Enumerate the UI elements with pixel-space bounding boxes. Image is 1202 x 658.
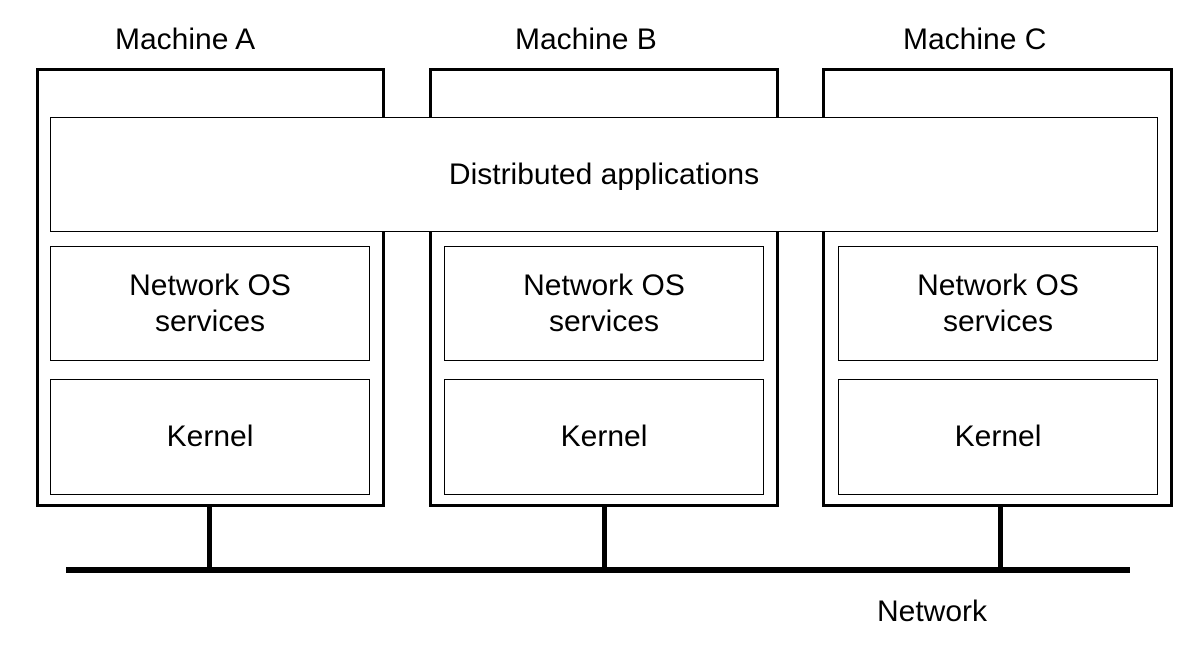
- machine-a-kernel-layer: Kernel: [50, 379, 370, 495]
- machine-b-kernel-label: Kernel: [560, 420, 648, 453]
- machine-c-label: Machine C: [903, 23, 1047, 56]
- machine-c-services-layer: Network OS services: [838, 246, 1158, 361]
- machine-a-connector: [207, 507, 212, 570]
- machine-b-services-label: Network OS services: [523, 268, 685, 338]
- machine-b-kernel-layer: Kernel: [444, 379, 764, 495]
- machine-c-kernel-layer: Kernel: [838, 379, 1158, 495]
- machine-a-kernel-label: Kernel: [166, 420, 254, 453]
- network-bus-line: [66, 567, 1130, 573]
- network-label: Network: [877, 595, 988, 628]
- distributed-applications-layer: Distributed applications: [50, 117, 1158, 232]
- machine-c-connector: [998, 507, 1003, 570]
- machine-b-services-layer: Network OS services: [444, 246, 764, 361]
- machine-c-kernel-label: Kernel: [954, 420, 1042, 453]
- machine-b-label: Machine B: [515, 23, 657, 56]
- machine-b-connector: [602, 507, 607, 570]
- distributed-applications-label: Distributed applications: [448, 157, 760, 191]
- machine-a-services-layer: Network OS services: [50, 246, 370, 361]
- machine-a-services-label: Network OS services: [129, 268, 291, 338]
- machine-c-services-label: Network OS services: [917, 268, 1079, 338]
- machine-a-label: Machine A: [115, 23, 256, 56]
